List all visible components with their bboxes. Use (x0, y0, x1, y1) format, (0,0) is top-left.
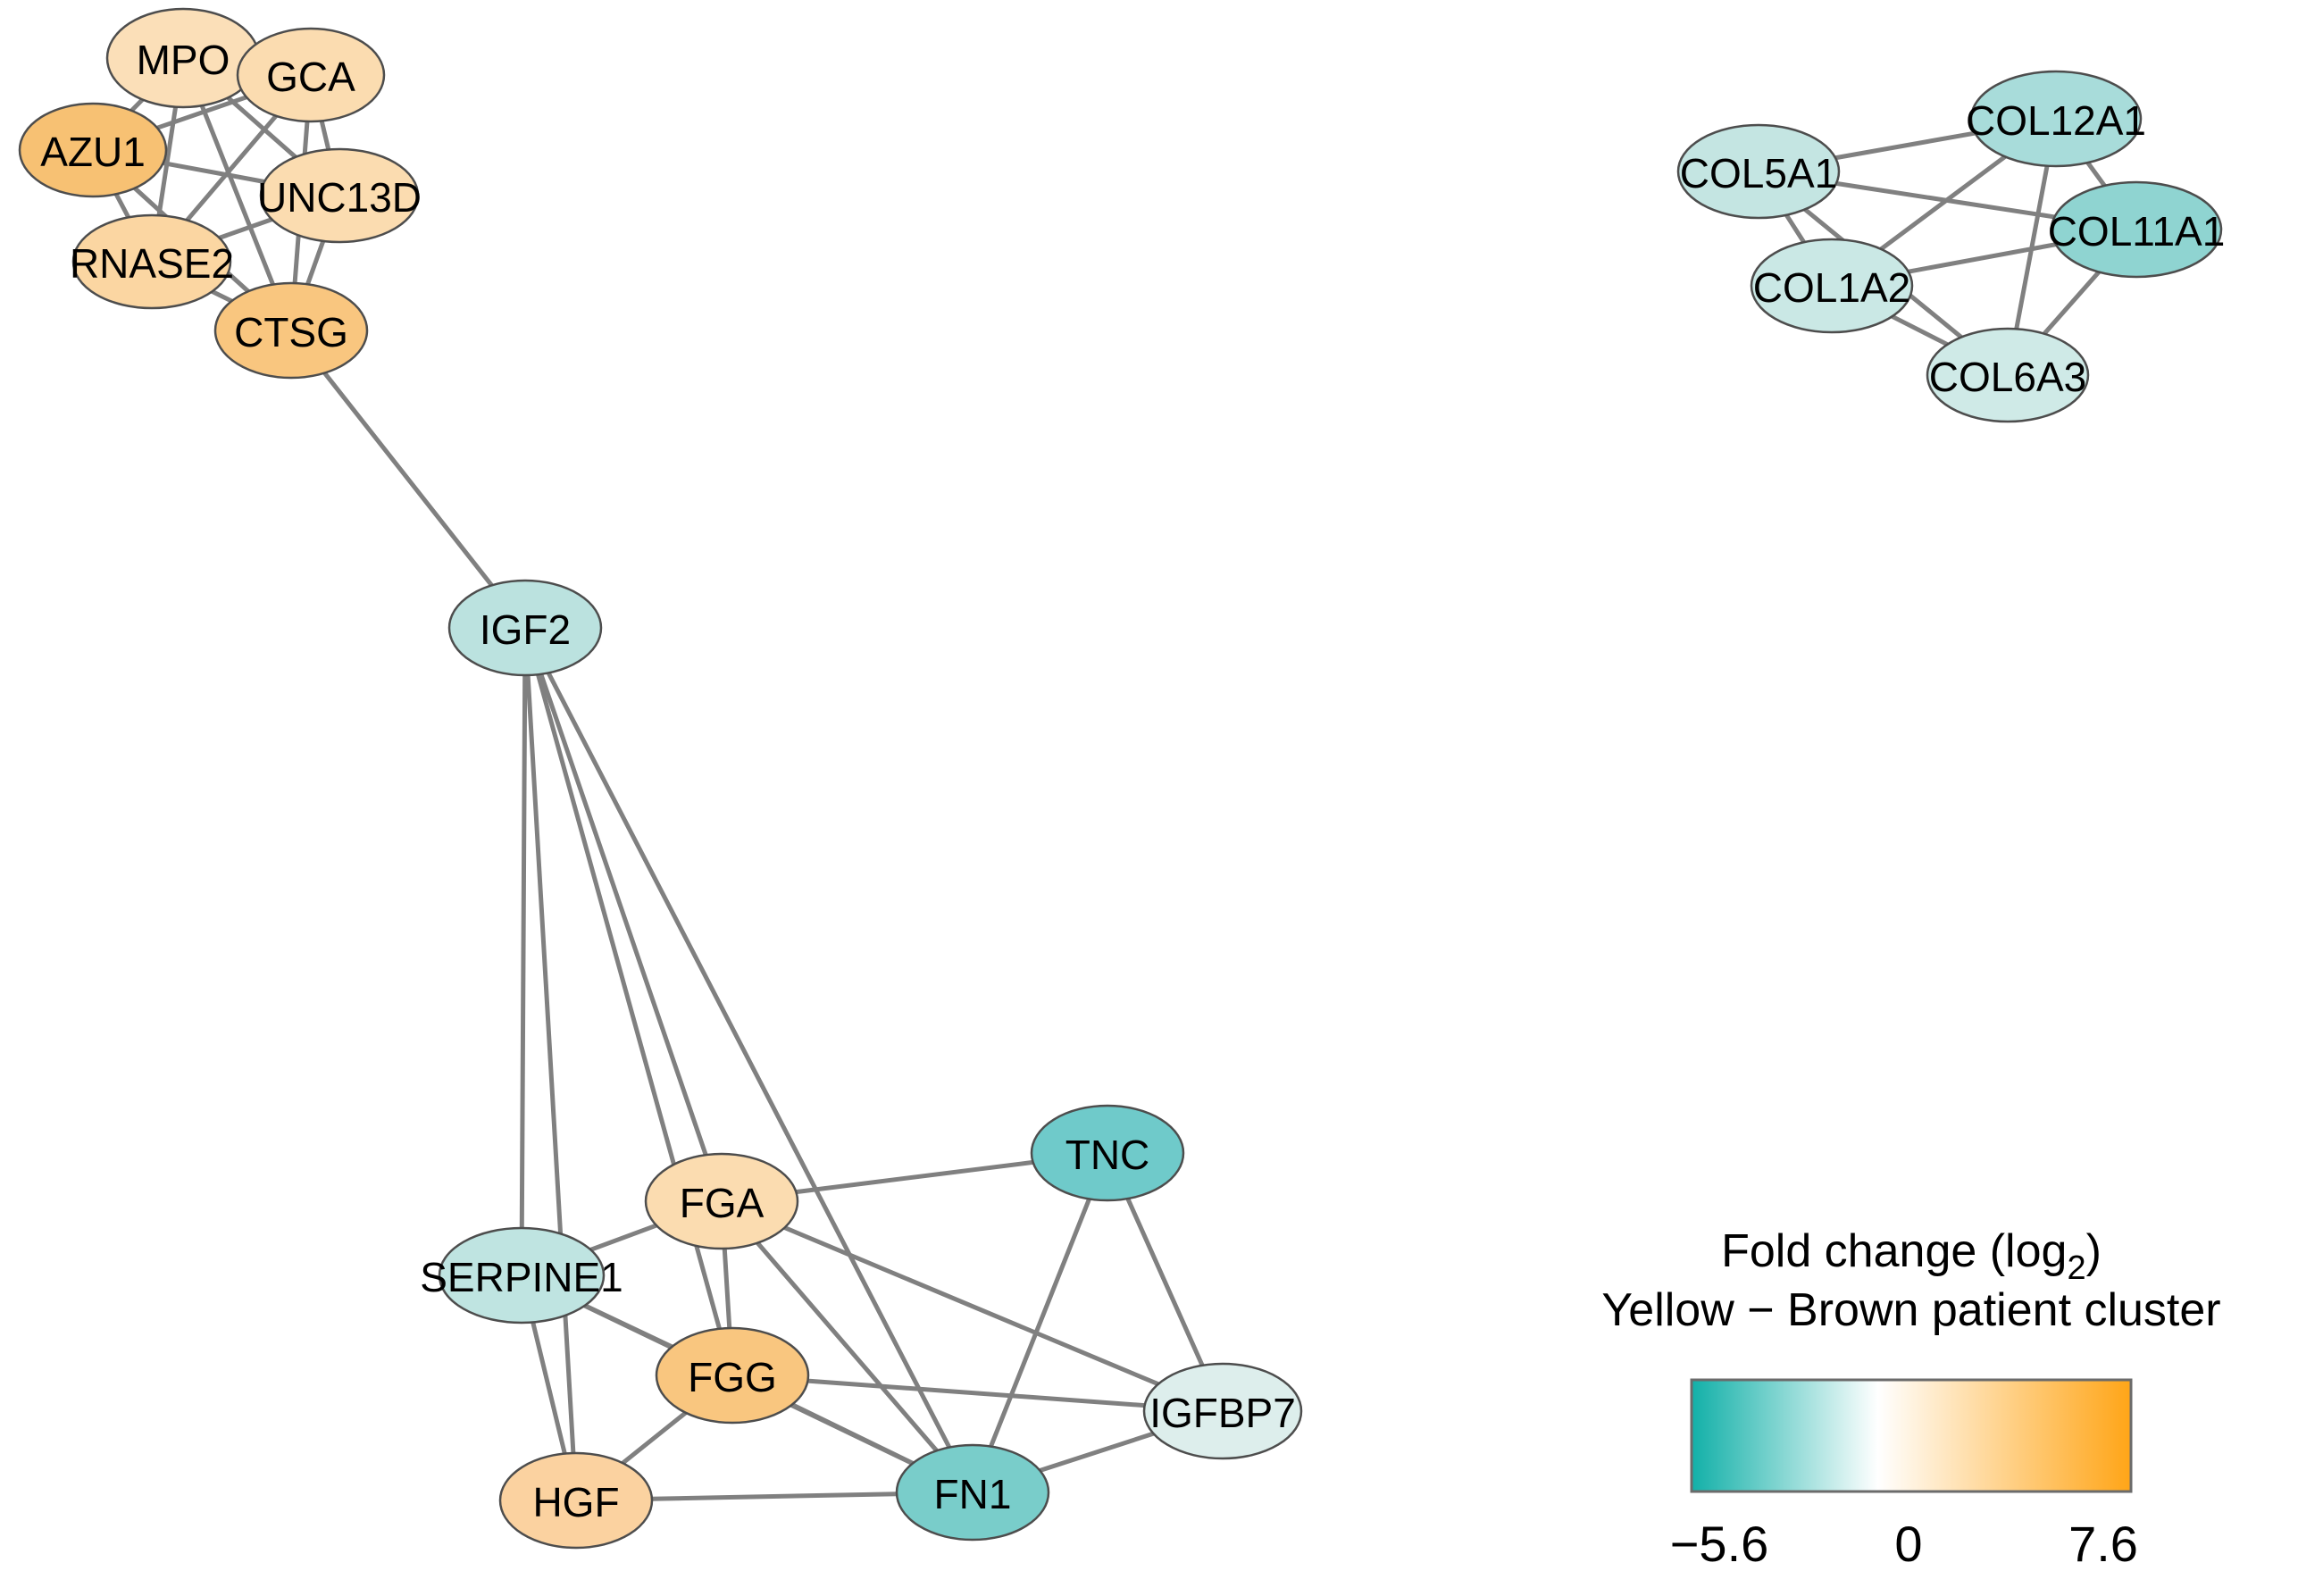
network-node[interactable]: HGF (498, 1451, 654, 1550)
network-edge (1890, 313, 1950, 347)
network-edge (199, 103, 276, 288)
legend-title-line2: Yellow − Brown patient cluster (1601, 1284, 2220, 1336)
node-ellipse-igfbp7[interactable] (1142, 1362, 1303, 1460)
colorbar-tick-mid: 0 (1894, 1516, 1922, 1572)
node-ellipse-azu1[interactable] (18, 102, 168, 198)
network-node[interactable]: COL12A1 (1966, 70, 2146, 168)
network-edge (525, 673, 576, 1456)
node-ellipse-rnase2[interactable] (71, 213, 232, 310)
network-node[interactable]: GCA (236, 27, 386, 123)
node-ellipse-fgg[interactable] (655, 1326, 810, 1425)
network-node[interactable]: FGA (644, 1152, 799, 1250)
network-node[interactable]: IGF2 (447, 579, 603, 677)
network-node[interactable]: MPO (105, 7, 261, 109)
network-edge (2085, 160, 2107, 188)
network-edge (319, 118, 331, 153)
network-node[interactable]: TNC (1030, 1104, 1185, 1202)
node-ellipse-fn1[interactable] (895, 1443, 1050, 1542)
network-edge (782, 1225, 1161, 1387)
network-edge (531, 1319, 567, 1457)
legend-title-line1: Fold change (log2) (1721, 1225, 2102, 1287)
network-edge (1037, 1431, 1157, 1474)
node-ellipse-unc13d[interactable] (259, 147, 420, 244)
network-edge (225, 95, 298, 160)
node-ellipse-gca[interactable] (236, 27, 386, 123)
node-ellipse-igf2[interactable] (447, 579, 603, 677)
network-edge (161, 161, 267, 184)
network-edge (129, 96, 145, 113)
network-node[interactable]: COL5A1 (1676, 123, 1841, 220)
network-edge (210, 288, 234, 304)
network-edge (1125, 1196, 1205, 1368)
network-node[interactable]: FGG (655, 1326, 810, 1425)
network-edge (113, 191, 131, 220)
network-node[interactable]: COL1A2 (1750, 238, 1914, 334)
node-ellipse-fga[interactable] (644, 1152, 799, 1250)
network-node[interactable]: COL6A3 (1926, 327, 2090, 423)
network-edge (620, 1410, 689, 1466)
network-edge (649, 1492, 899, 1501)
network-edge (322, 371, 495, 588)
node-ellipse-col1a2[interactable] (1750, 238, 1914, 334)
network-node[interactable]: AZU1 (18, 102, 168, 198)
network-edge (1784, 213, 1807, 245)
network-edge (305, 238, 326, 287)
node-ellipse-tnc[interactable] (1030, 1104, 1185, 1202)
network-edge (2042, 270, 2102, 337)
network-node[interactable]: IGFBP7 (1142, 1362, 1303, 1460)
network-node[interactable]: RNASE2 (70, 213, 234, 310)
network-edge (217, 217, 274, 240)
network-node[interactable]: FN1 (895, 1443, 1050, 1542)
network-edge (793, 1159, 1036, 1195)
node-ellipse-col12a1[interactable] (1969, 70, 2143, 168)
node-ellipse-col6a3[interactable] (1926, 327, 2090, 423)
node-ellipse-col11a1[interactable] (2050, 180, 2223, 279)
network-edge (1878, 154, 2008, 252)
colorbar-gradient (1690, 1378, 2133, 1493)
network-node[interactable]: CTSG (213, 281, 369, 380)
network-edge (988, 1196, 1092, 1450)
network-node[interactable]: UNC13D (257, 147, 422, 244)
network-node[interactable]: COL11A1 (2048, 180, 2226, 279)
network-edge (519, 673, 528, 1231)
network-edge (1833, 130, 1977, 161)
node-ellipse-hgf[interactable] (498, 1451, 654, 1550)
node-ellipse-serpine1[interactable] (438, 1226, 606, 1324)
network-edge (185, 113, 279, 223)
node-ellipse-col5a1[interactable] (1676, 123, 1841, 220)
network-edge (805, 1378, 1148, 1408)
network-edge (155, 95, 249, 130)
colorbar-tick-min: −5.6 (1670, 1516, 1769, 1572)
node-ellipse-ctsg[interactable] (213, 281, 369, 380)
network-edge (1906, 242, 2059, 274)
network-edge (790, 1402, 915, 1466)
colorbar-tick-max: 7.6 (2068, 1516, 2138, 1572)
legend: Fold change (log2) Yellow − Brown patien… (1601, 1225, 2220, 1572)
network-edge (546, 670, 952, 1450)
network-edge (722, 1246, 732, 1331)
network-edge (539, 672, 708, 1157)
network-edge (755, 1241, 940, 1453)
node-ellipse-mpo[interactable] (105, 7, 261, 109)
network-edge (588, 1223, 659, 1252)
network-edge (156, 104, 179, 218)
